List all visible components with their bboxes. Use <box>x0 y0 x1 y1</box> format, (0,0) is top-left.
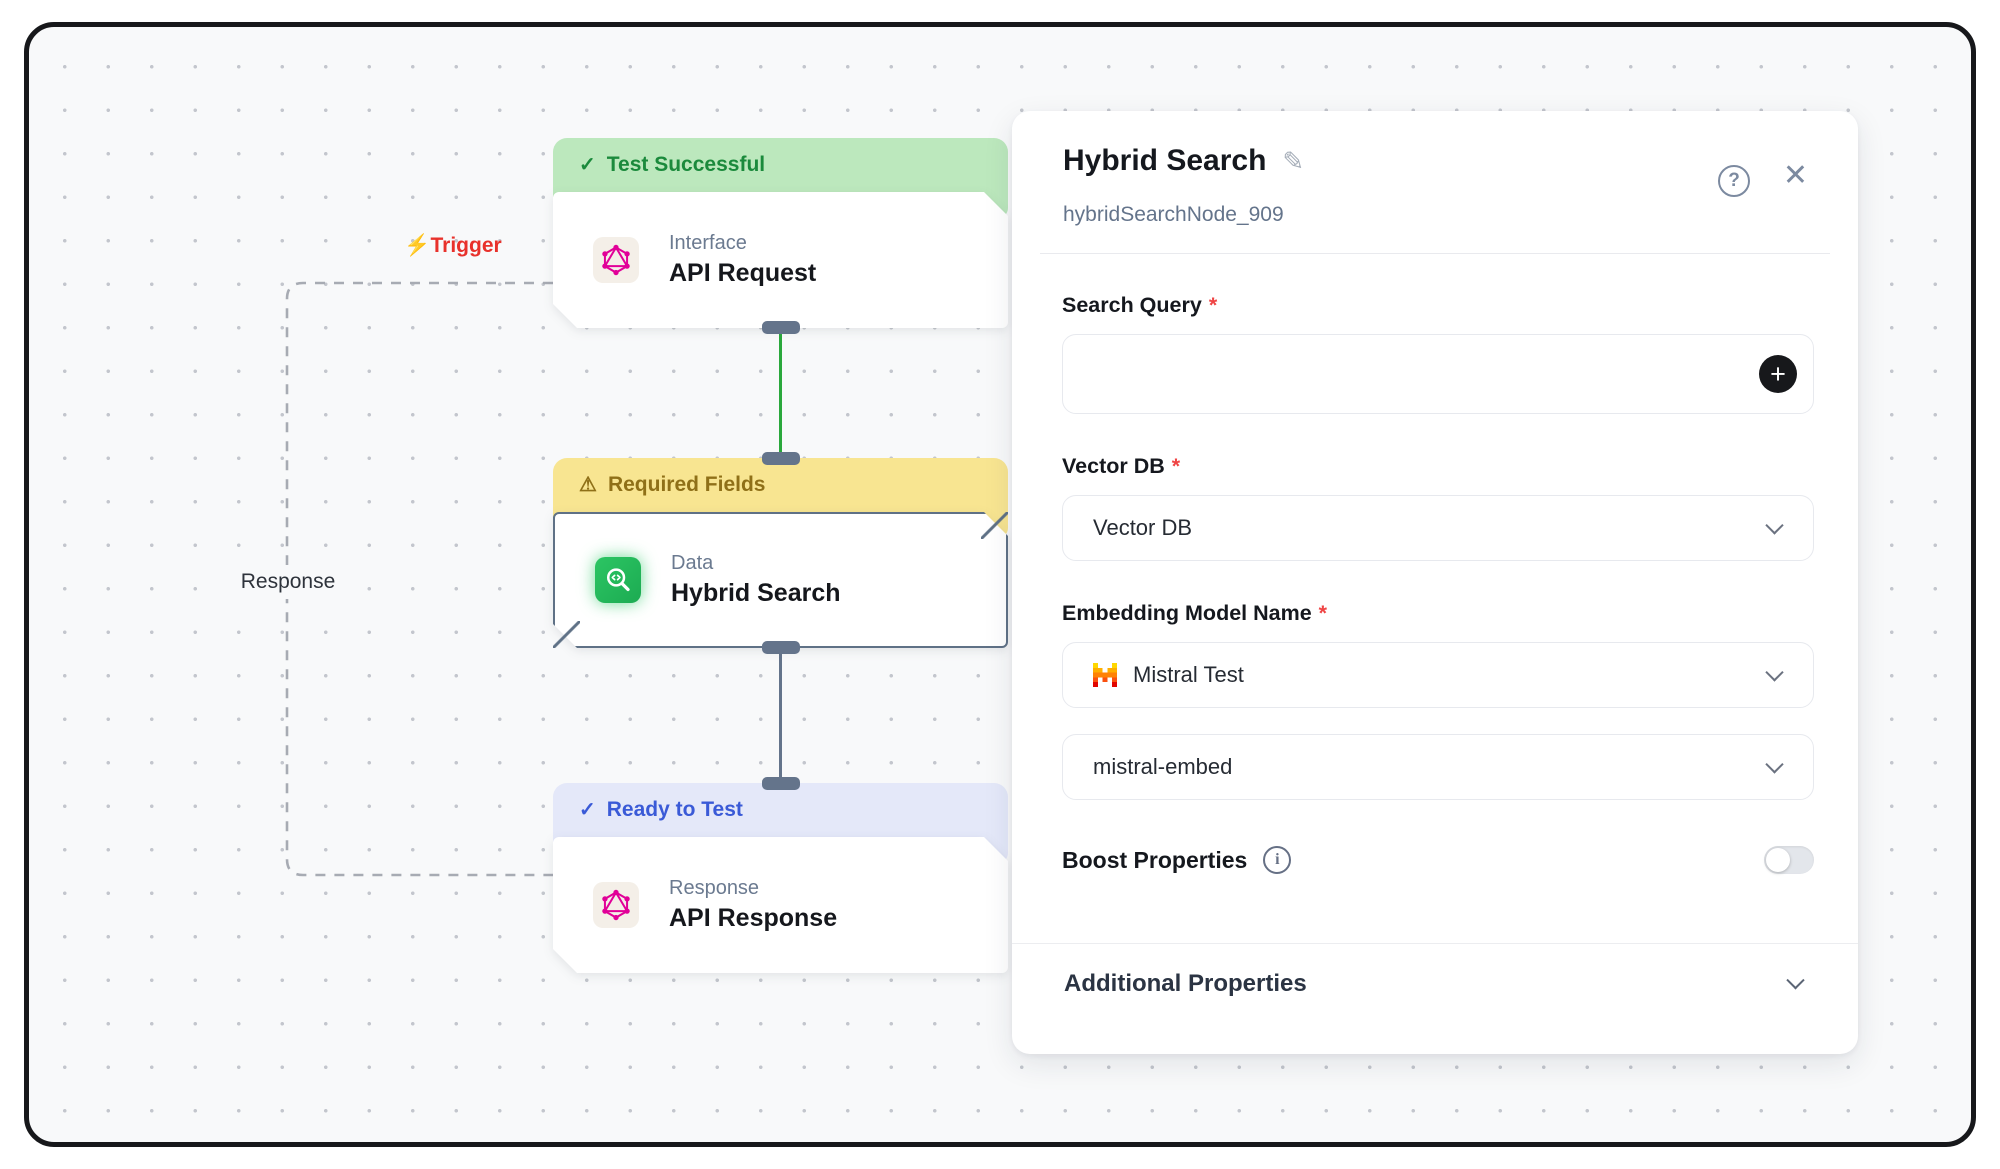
check-icon: ✓ <box>579 154 596 176</box>
node-category: Interface <box>669 232 747 254</box>
node-properties-panel: Hybrid Search ✎ hybridSearchNode_909 ? ✕… <box>1012 111 1858 1054</box>
node-category: Data <box>671 552 714 574</box>
warning-icon: ⚠ <box>579 474 597 496</box>
input-port[interactable] <box>761 777 800 790</box>
help-icon[interactable]: ? <box>1718 165 1750 197</box>
chevron-down-icon <box>1786 970 1805 989</box>
panel-title: Hybrid Search <box>1063 144 1267 177</box>
graphql-icon <box>593 882 639 928</box>
node-status-text: Required Fields <box>607 473 766 496</box>
edit-title-icon[interactable]: ✎ <box>1282 145 1305 176</box>
response-edge-label: Response <box>235 565 341 599</box>
input-port[interactable] <box>761 452 800 465</box>
node-id-label: hybridSearchNode_909 <box>1063 203 1284 226</box>
close-icon[interactable]: ✕ <box>1782 159 1808 192</box>
flow-canvas[interactable]: ⚡Trigger Response ✓ Test Successful <box>29 27 1971 1142</box>
embedding-model-label: Embedding Model Name* <box>1062 601 1328 625</box>
edge-api-request-to-hybrid-search <box>779 325 782 460</box>
node-text: Data Hybrid Search <box>671 552 841 608</box>
toggle-knob <box>1766 848 1790 872</box>
hybrid-search-icon <box>595 557 641 603</box>
boost-properties-label: Boost Properties <box>1062 846 1248 873</box>
node-category: Response <box>669 877 760 899</box>
node-card[interactable]: Interface API Request <box>553 192 1008 328</box>
node-card[interactable]: Data Hybrid Search <box>553 512 1008 648</box>
graphql-icon <box>593 237 639 283</box>
node-title: API Response <box>669 904 838 932</box>
node-api-response[interactable]: ✓ Ready to Test <box>553 777 1008 973</box>
node-text: Response API Response <box>669 877 837 933</box>
chevron-down-icon <box>1765 755 1784 774</box>
additional-properties-section: Additional Properties <box>1012 943 1858 998</box>
embedding-model-select[interactable]: Mistral Test <box>1062 642 1814 708</box>
chevron-down-icon <box>1765 516 1784 535</box>
edge-hybrid-search-to-api-response <box>779 643 782 785</box>
node-hybrid-search[interactable]: ⚠ Required Fields Data Hybrid Search <box>553 452 1008 654</box>
node-text: Interface API Request <box>669 232 816 288</box>
output-port[interactable] <box>761 641 800 654</box>
boost-properties-toggle[interactable] <box>1764 846 1814 874</box>
selection-notch-line <box>981 512 1008 539</box>
search-query-label: Search Query* <box>1062 293 1218 317</box>
trigger-edge-label: ⚡Trigger <box>404 234 502 257</box>
header-divider <box>1040 253 1830 254</box>
required-asterisk: * <box>1318 601 1328 625</box>
embedding-model-variant-select[interactable]: mistral-embed <box>1062 734 1814 800</box>
search-query-input[interactable]: + <box>1062 334 1814 414</box>
node-title: API Request <box>669 259 817 287</box>
boost-properties-row: Boost Properties i <box>1062 846 1814 874</box>
node-title: Hybrid Search <box>671 579 841 607</box>
node-card[interactable]: Response API Response <box>553 837 1008 973</box>
node-api-request[interactable]: ✓ Test Successful <box>553 138 1008 334</box>
required-asterisk: * <box>1208 293 1218 317</box>
workflow-window: ⚡Trigger Response ✓ Test Successful <box>24 22 1976 1147</box>
add-query-button[interactable]: + <box>1759 355 1797 393</box>
output-port[interactable] <box>761 321 800 334</box>
selection-notch-line <box>553 621 580 648</box>
node-status-text: Ready to Test <box>606 798 743 821</box>
required-asterisk: * <box>1171 454 1181 478</box>
check-icon: ✓ <box>579 799 596 821</box>
additional-properties-title: Additional Properties <box>1064 970 1307 997</box>
chevron-down-icon <box>1765 663 1784 682</box>
lightning-icon: ⚡ <box>404 234 431 257</box>
mistral-logo-icon <box>1093 663 1117 687</box>
node-status-text: Test Successful <box>606 153 766 176</box>
additional-properties-header[interactable]: Additional Properties <box>1012 944 1858 998</box>
panel-form: Search Query* + Vector DB* Vector DB <box>1012 253 1858 874</box>
info-icon[interactable]: i <box>1263 846 1292 874</box>
vector-db-label: Vector DB* <box>1062 454 1181 478</box>
vector-db-select[interactable]: Vector DB <box>1062 495 1814 561</box>
